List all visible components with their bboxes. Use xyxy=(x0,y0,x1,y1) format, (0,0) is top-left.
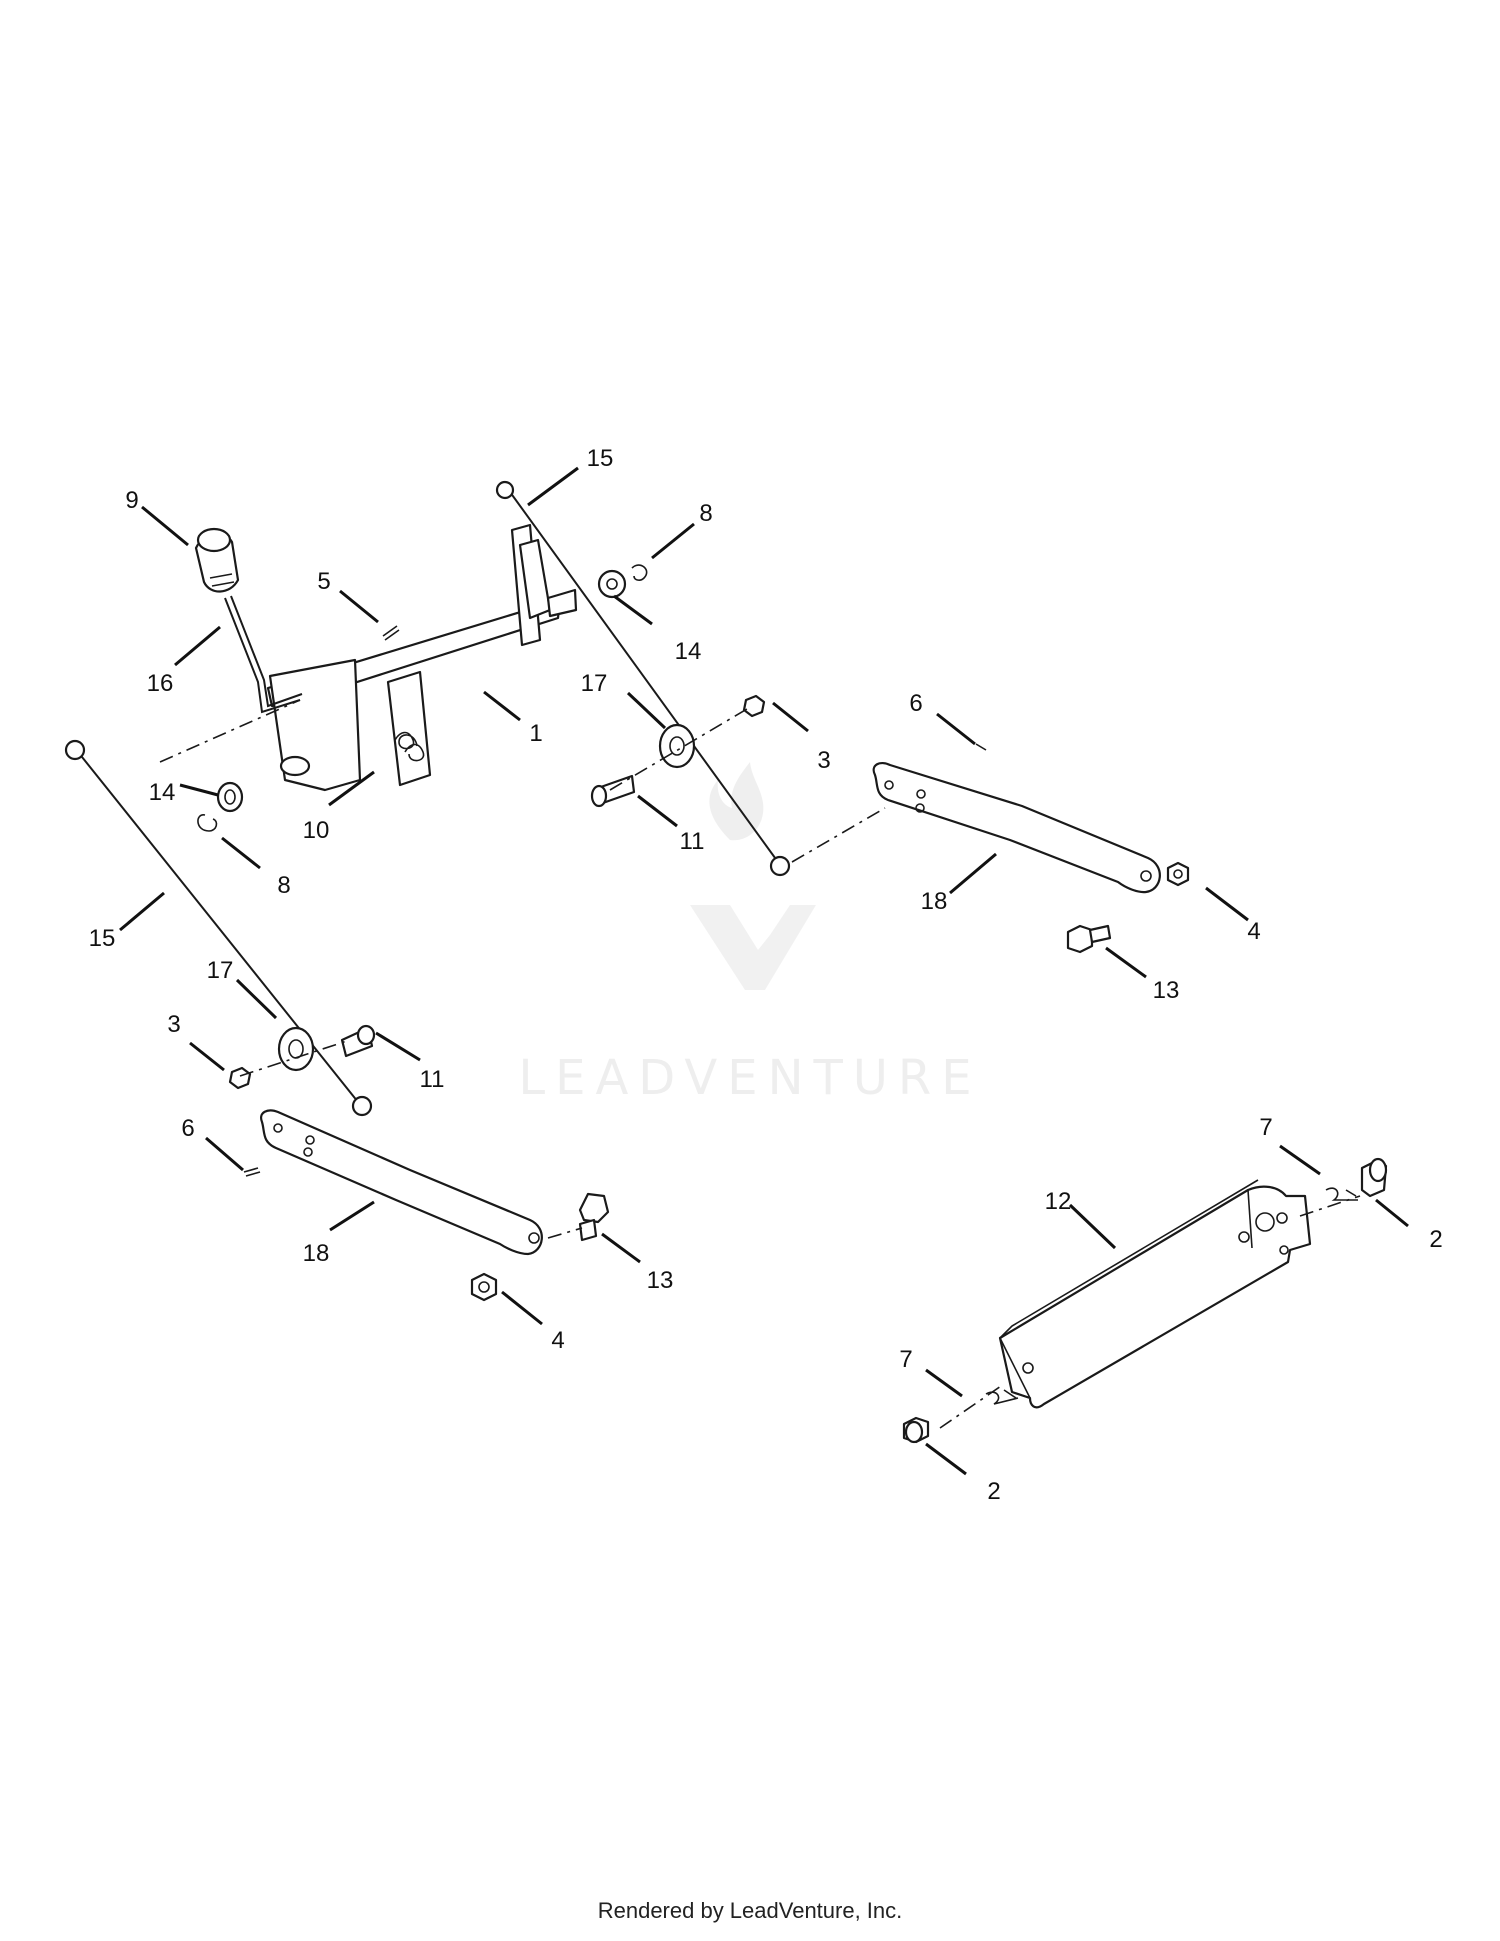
callout-3: 3 xyxy=(167,1011,180,1038)
callout-16: 16 xyxy=(147,670,174,697)
callout-7: 7 xyxy=(899,1346,912,1373)
cotter-pin-6-upper xyxy=(975,743,987,751)
wheel-17-upper xyxy=(658,723,696,769)
clevis-pin-2-lower xyxy=(902,1416,930,1444)
callout-2: 2 xyxy=(1429,1226,1442,1253)
callout-4: 4 xyxy=(551,1327,564,1354)
callout-5: 5 xyxy=(317,568,330,595)
callout-1: 1 xyxy=(529,720,542,747)
nut-4-upper xyxy=(1166,861,1190,887)
clevis-pin-2-upper xyxy=(1360,1157,1388,1198)
watermark-v-logo xyxy=(690,905,816,990)
callout-10: 10 xyxy=(303,817,330,844)
callout-3: 3 xyxy=(817,747,830,774)
callout-8: 8 xyxy=(699,500,712,527)
callout-6: 6 xyxy=(909,690,922,717)
wheel-17-lower xyxy=(277,1026,315,1072)
shoulder-bolt-11-upper xyxy=(590,774,636,808)
bolt-13-upper xyxy=(1066,924,1112,954)
callout-18: 18 xyxy=(303,1240,330,1267)
leader-lines xyxy=(119,466,1409,1476)
callout-9: 9 xyxy=(125,487,138,514)
clip-8-left xyxy=(197,814,218,832)
leadventure-watermark: LEADVENTURE xyxy=(518,762,981,1106)
cotter-pin-5 xyxy=(382,625,400,641)
callout-11: 11 xyxy=(680,828,705,855)
front-hanger-bracket-12 xyxy=(939,1179,1361,1429)
callout-15: 15 xyxy=(89,925,116,952)
callout-4: 4 xyxy=(1247,918,1260,945)
watermark-flame-logo xyxy=(709,762,764,841)
hair-pin-7-upper xyxy=(1325,1187,1358,1201)
nut-3-upper xyxy=(742,694,766,718)
handle-knob xyxy=(194,527,240,593)
callout-8: 8 xyxy=(277,872,290,899)
bushing-14-left xyxy=(216,781,244,813)
bolt-13-lower xyxy=(547,1192,610,1242)
cotter-pin-6-lower xyxy=(243,1167,261,1177)
shoulder-bolt-11-lower xyxy=(340,1024,376,1058)
link-rod-15-upper xyxy=(495,480,791,877)
callout-17: 17 xyxy=(207,957,234,984)
callout-14: 14 xyxy=(149,779,176,806)
callout-18: 18 xyxy=(921,888,948,915)
callout-7: 7 xyxy=(1259,1114,1272,1141)
axis-upper-wheel xyxy=(609,705,753,791)
watermark-text: LEADVENTURE xyxy=(518,1050,981,1106)
callout-12: 12 xyxy=(1045,1188,1072,1215)
axis-lower-wheel xyxy=(239,1039,351,1077)
callout-13: 13 xyxy=(1153,977,1180,1004)
clip-8-right xyxy=(631,564,648,581)
lift-link-18-lower xyxy=(243,1109,543,1256)
callout-labels: 15 9 8 5 14 16 1 17 3 6 14 10 11 8 18 4 … xyxy=(89,445,1443,1505)
lift-shaft-assembly xyxy=(159,523,578,792)
hair-pin-7-lower xyxy=(985,1389,1019,1405)
lift-link-18-upper xyxy=(791,743,1161,894)
callout-11: 11 xyxy=(420,1066,445,1093)
nut-4-lower xyxy=(470,1272,498,1302)
callout-2: 2 xyxy=(987,1478,1000,1505)
callout-15: 15 xyxy=(587,445,614,472)
callout-13: 13 xyxy=(647,1267,674,1294)
rendered-by-footer: Rendered by LeadVenture, Inc. xyxy=(597,1898,903,1923)
callout-14: 14 xyxy=(675,638,702,665)
nut-3-lower xyxy=(228,1066,252,1090)
callout-6: 6 xyxy=(181,1115,194,1142)
bushing-14-right xyxy=(597,569,627,599)
lift-handle xyxy=(224,595,303,714)
callout-17: 17 xyxy=(581,670,608,697)
